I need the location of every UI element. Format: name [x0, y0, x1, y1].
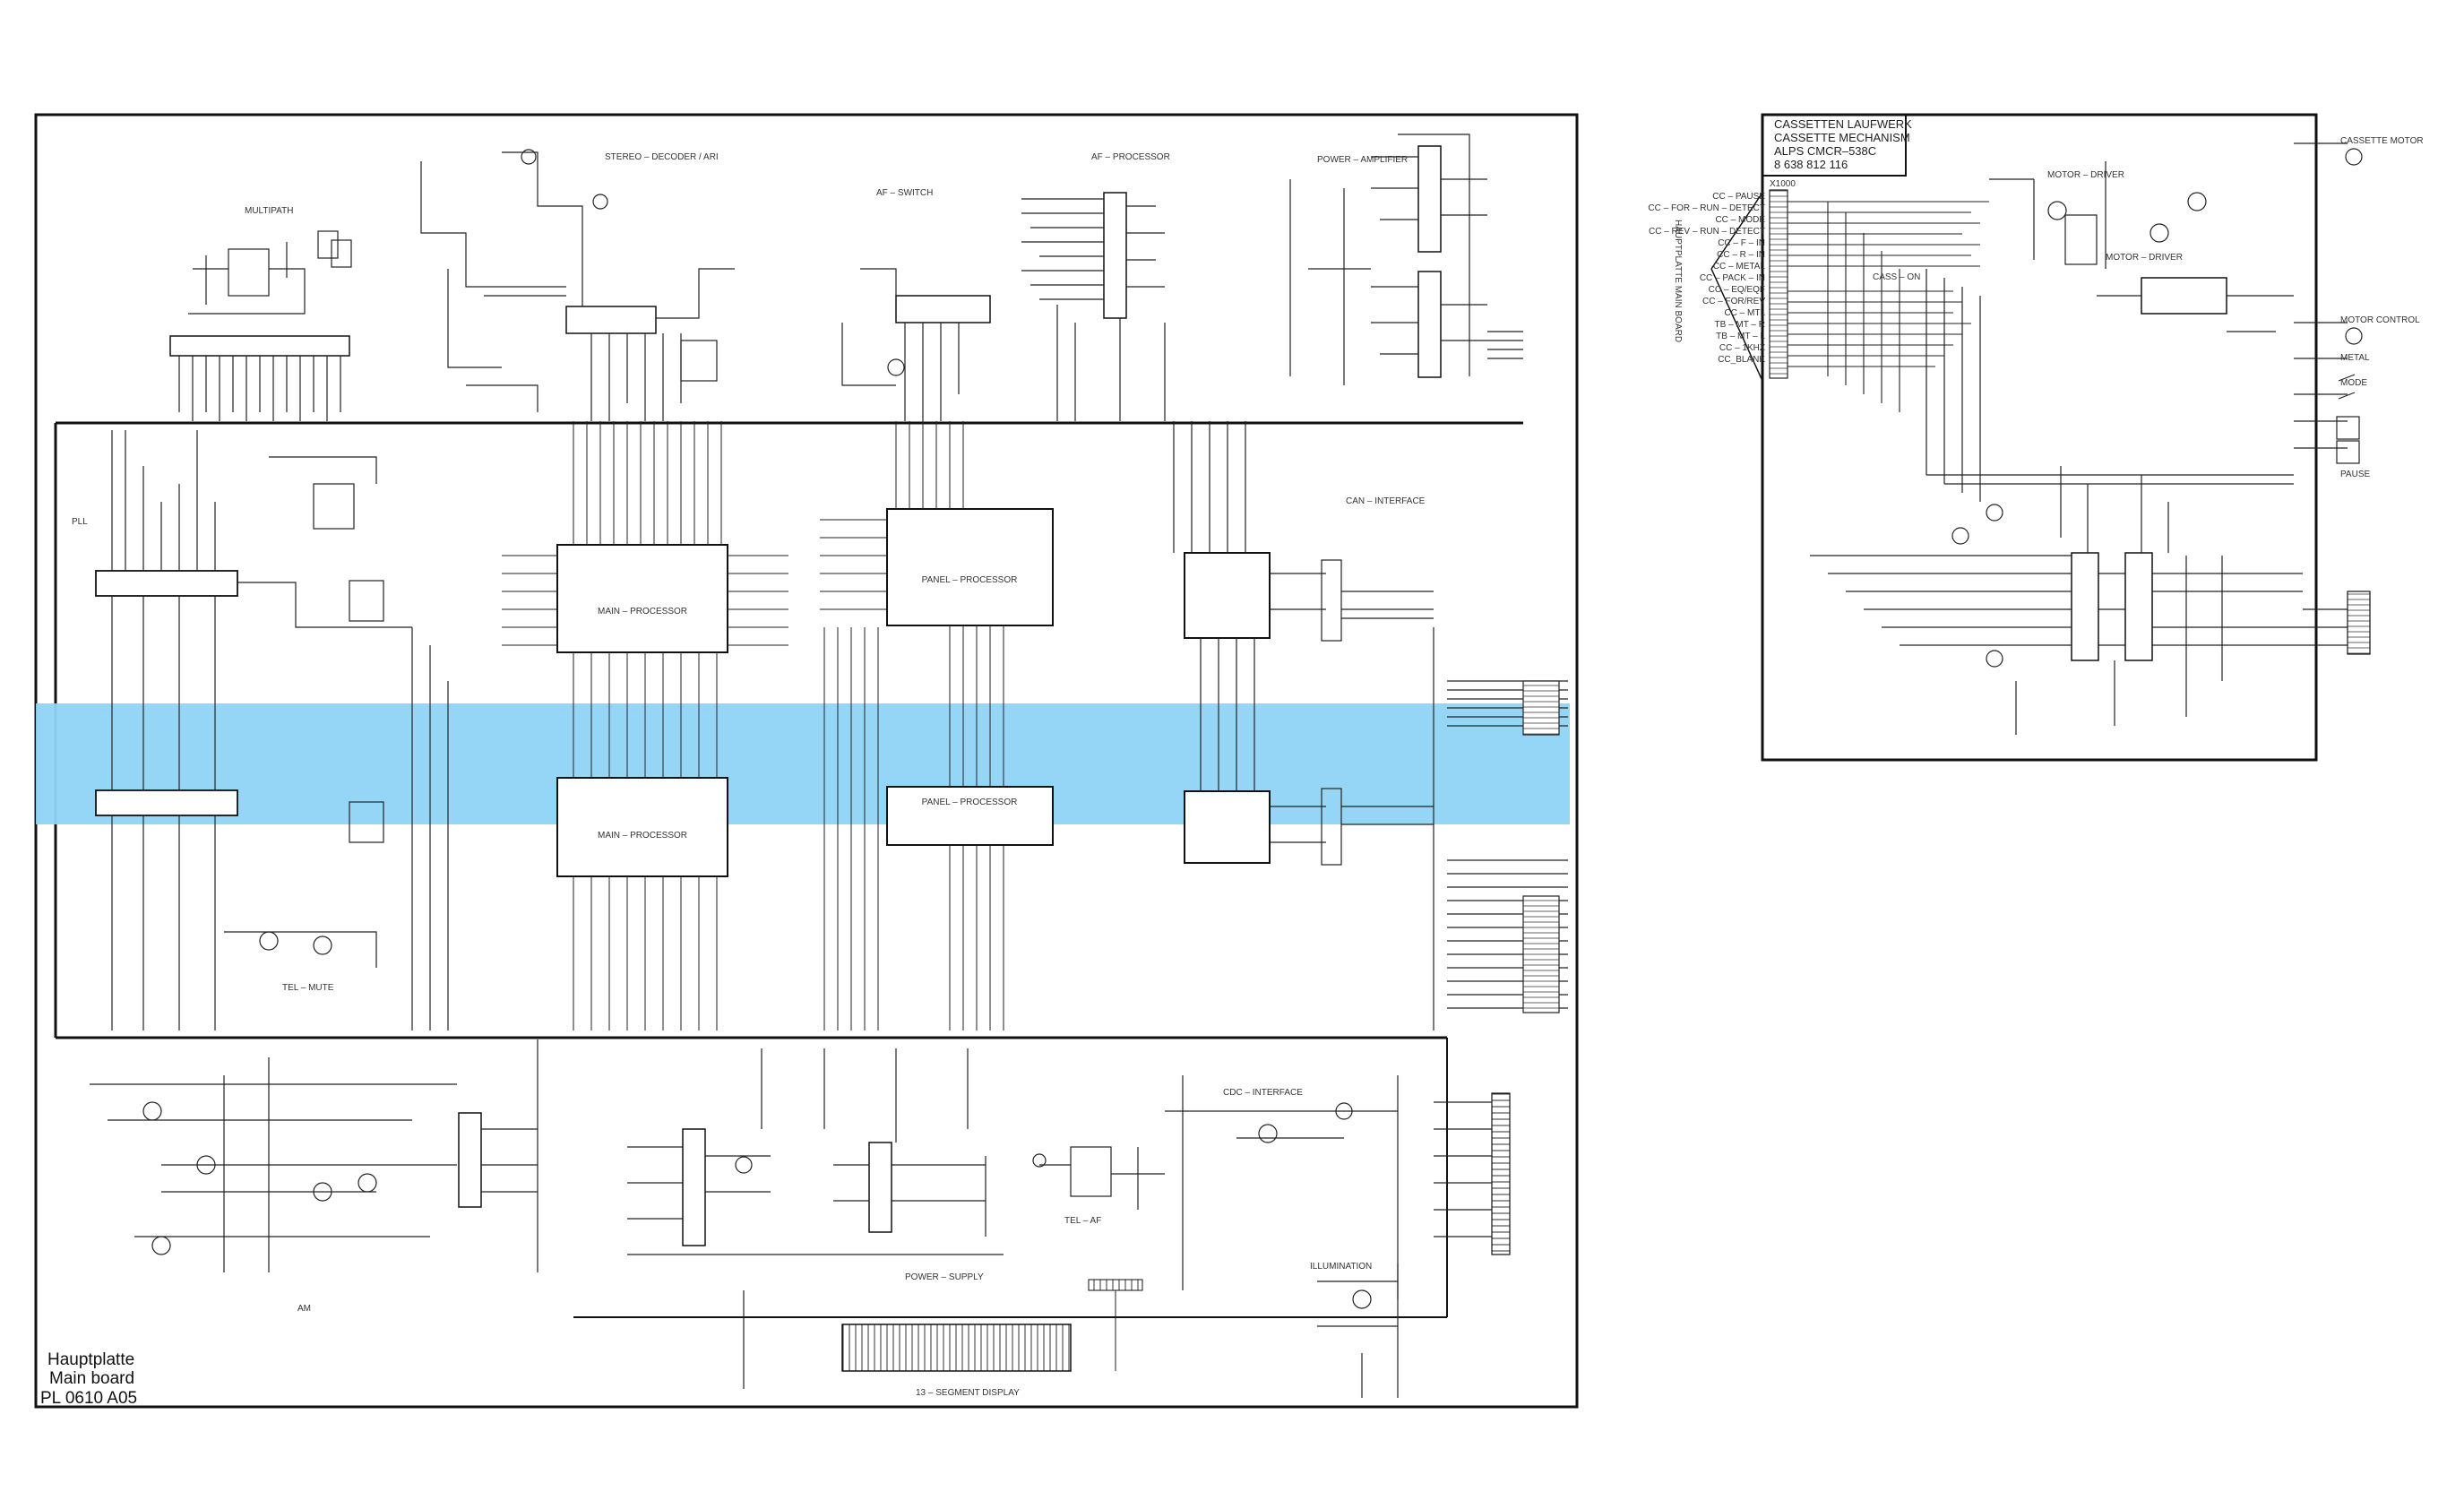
cassette-part-no: 8 638 812 116: [1774, 158, 1848, 171]
label-mode: MODE: [2340, 378, 2367, 388]
cassette-amplifier-circuit: [1810, 466, 2371, 735]
label-am: AM: [297, 1304, 311, 1314]
cassette-signal-label: CC – EQ/EQF: [1709, 285, 1765, 295]
power-supply-circuit: [627, 1048, 1004, 1389]
label-cassette-motor: CASSETTE MOTOR: [2340, 136, 2424, 146]
motor-driver-circuit: [1926, 142, 2363, 502]
panel-processor-chip: PANEL – PROCESSOR PANEL – PROCESSOR: [820, 421, 1054, 1030]
cassette-side-label: HAUPTPLATTE MAIN BOARD: [1673, 220, 1683, 342]
label-af-processor: AF – PROCESSOR: [1091, 152, 1170, 162]
label-illumination: ILLUMINATION: [1310, 1262, 1372, 1272]
motor-driver-label-2: MOTOR – DRIVER: [2106, 253, 2183, 263]
highlight-band: [36, 703, 1570, 824]
main-board-title-block: Hauptplatte Main board PL 0610 A05: [40, 1350, 137, 1408]
stereo-decoder-circuit: [420, 149, 735, 421]
cassette-signal-label: CC – METAL: [1713, 262, 1766, 272]
label-metal: METAL: [2340, 353, 2370, 363]
label-stereo-decoder: STEREO – DECODER / ARI: [605, 152, 719, 162]
segment-display: [841, 1279, 1143, 1372]
illumination-circuit: [1317, 1263, 1399, 1398]
main-processor-label-2: MAIN – PROCESSOR: [598, 831, 687, 841]
tel-mute-circuit: [224, 627, 449, 1030]
label-af-switch: AF – SWITCH: [876, 188, 933, 198]
can-interface-circuit: [1173, 421, 1568, 1030]
main-board-title-de: Hauptplatte: [47, 1350, 134, 1369]
am-circuit: [90, 1039, 538, 1272]
af-switch-circuit: [841, 268, 991, 421]
label-pause: PAUSE: [2340, 470, 2370, 479]
cassette-signal-label: CC_BLANK: [1718, 355, 1765, 365]
label-multipath: MULTIPATH: [245, 206, 293, 216]
cassette-title-en: CASSETTE MECHANISM: [1774, 131, 1910, 144]
label-can-interface: CAN – INTERFACE: [1346, 496, 1426, 506]
label-power-amplifier: POWER – AMPLIFIER: [1317, 155, 1408, 165]
main-board-section-labels: MULTIPATH STEREO – DECODER / ARI AF – SW…: [72, 152, 1426, 1398]
multipath-circuit: [169, 230, 352, 421]
cassette-signal-label: CC – REV – RUN – DETECT: [1649, 227, 1765, 237]
power-amplifier-circuit: [1289, 134, 1523, 385]
cassette-connector: [1769, 189, 1989, 412]
cassette-connector-label: X1000: [1770, 179, 1796, 189]
cassette-frame: [1710, 113, 2318, 762]
cassette-title-block: CASSETTEN LAUFWERK CASSETTE MECHANISM AL…: [1673, 117, 2424, 479]
cassette-signal-label: CC – 1KHZ: [1719, 343, 1765, 353]
tel-af-circuit: [1032, 1146, 1165, 1210]
label-tel-af: TEL – AF: [1064, 1216, 1101, 1226]
label-segment-display: 13 – SEGMENT DISPLAY: [916, 1388, 1020, 1398]
af-processor-circuit: [1021, 192, 1166, 421]
label-motor-control: MOTOR CONTROL: [2340, 315, 2420, 325]
cassette-signal-label: CC – FOR – RUN – DETECT: [1648, 203, 1765, 213]
cassette-signal-label: TB – MT – R: [1715, 320, 1766, 330]
motor-driver-label-1: MOTOR – DRIVER: [2047, 170, 2124, 180]
cassette-signal-label: CC – PACK – IN: [1700, 273, 1765, 283]
label-pll: PLL: [72, 517, 88, 527]
label-power-supply: POWER – SUPPLY: [905, 1272, 984, 1282]
cassette-signal-label: CC – R – IN: [1717, 250, 1765, 260]
cassette-title-de: CASSETTEN LAUFWERK: [1774, 117, 1912, 131]
cassette-signal-label: CC – MTL: [1724, 308, 1765, 318]
cassette-signal-label: CC – MODE: [1715, 215, 1765, 225]
main-board-part-no: PL 0610 A05: [40, 1389, 137, 1408]
panel-processor-label: PANEL – PROCESSOR: [922, 575, 1018, 585]
cassette-cass-on-label: CASS – ON: [1873, 272, 1920, 282]
cassette-model: ALPS CMCR–538C: [1774, 144, 1876, 158]
pll-circuit: [95, 430, 412, 1030]
main-board-title-en: Main board: [49, 1369, 134, 1388]
panel-processor-label-2: PANEL – PROCESSOR: [922, 798, 1018, 807]
main-processor-label: MAIN – PROCESSOR: [598, 607, 687, 617]
cassette-signal-label: CC – F – IN: [1718, 238, 1765, 248]
cassette-signal-label: TB – MT – L: [1716, 332, 1765, 341]
cdc-interface-circuit: [1165, 1075, 1511, 1299]
cassette-signal-label: CC – PAUSE: [1712, 192, 1765, 202]
main-processor-chip: MAIN – PROCESSOR MAIN – PROCESSOR: [502, 421, 788, 1030]
label-cdc-interface: CDC – INTERFACE: [1223, 1088, 1303, 1098]
cassette-signal-label: CC – FOR/REV: [1702, 297, 1765, 306]
label-tel-mute: TEL – MUTE: [282, 983, 334, 993]
main-board-frame: [34, 113, 1579, 1409]
